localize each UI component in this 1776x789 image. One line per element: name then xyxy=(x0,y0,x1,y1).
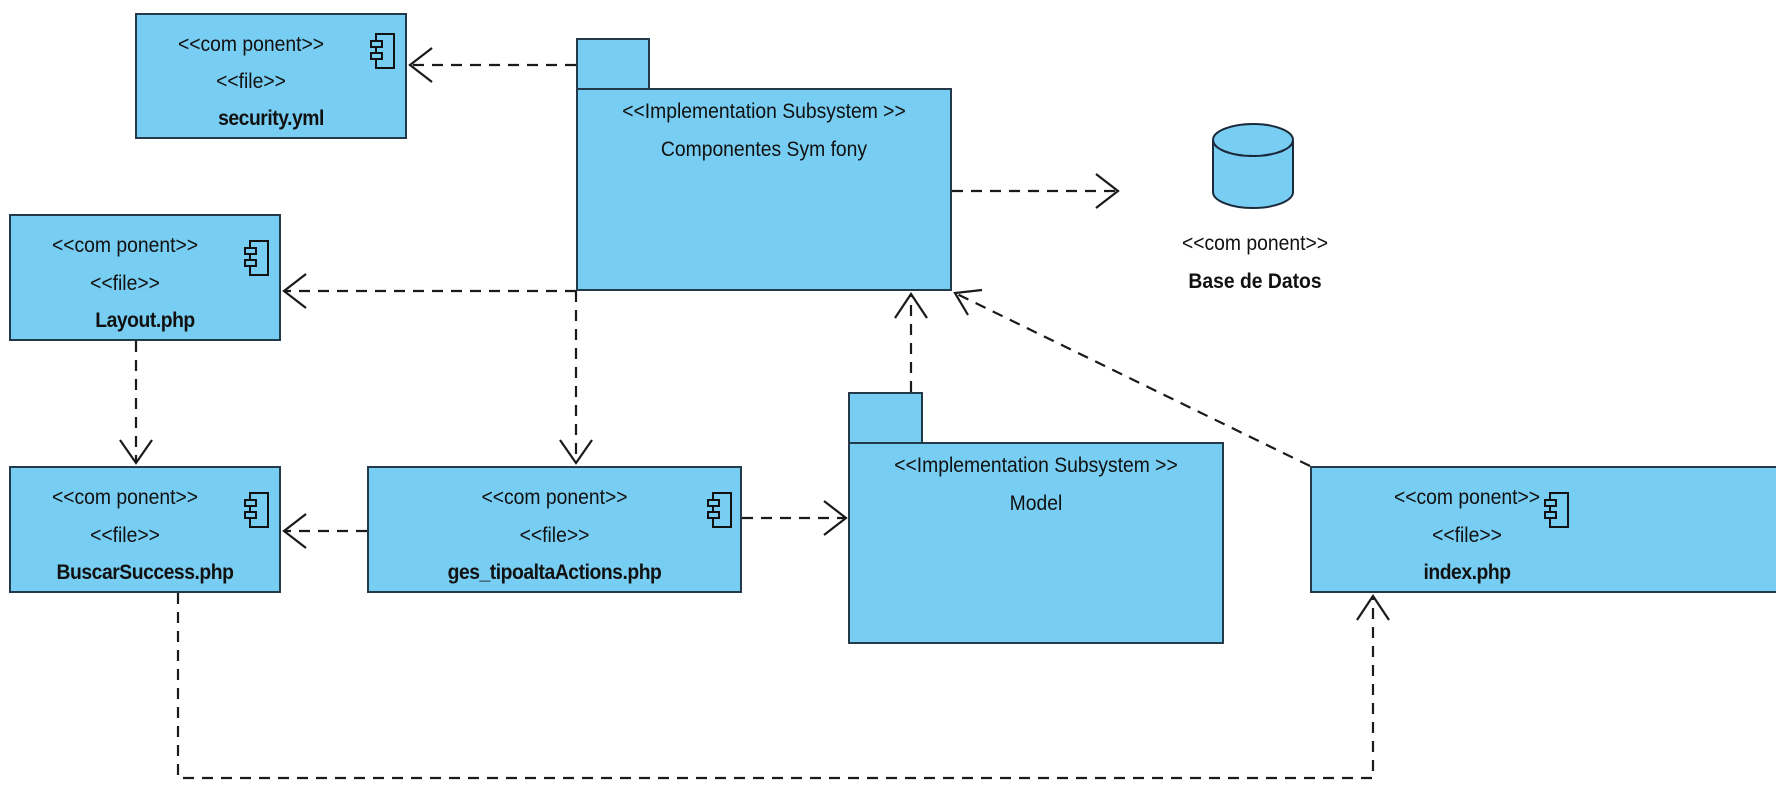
component-layout-php[interactable]: <<com ponent>> <<file>> Layout.php xyxy=(9,214,281,341)
component-stereotype: <<com ponent>> xyxy=(51,486,199,509)
component-icon xyxy=(1544,492,1569,528)
component-stereotype: <<com ponent>> xyxy=(1393,486,1541,509)
component-security-yml[interactable]: <<com ponent>> <<file>> security.yml xyxy=(135,13,407,139)
component-name: security.yml xyxy=(218,107,324,130)
component-icon xyxy=(244,492,269,528)
subsystem-model-tab xyxy=(848,392,923,446)
component-stereotype: <<com ponent>> xyxy=(177,33,325,56)
component-icon xyxy=(707,492,732,528)
dependency-layout-to-buscar xyxy=(119,341,153,465)
component-name: Layout.php xyxy=(95,309,195,332)
dependency-actions-to-buscar xyxy=(282,513,367,549)
component-icon xyxy=(370,33,395,69)
subsystem-model[interactable]: <<Implementation Subsystem >> Model xyxy=(848,442,1224,644)
component-stereotype: <<com ponent>> xyxy=(51,234,199,257)
component-name: index.php xyxy=(1423,561,1511,584)
subsystem-stereotype: <<Implementation Subsystem >> xyxy=(622,100,906,123)
subsystem-name: Model xyxy=(1009,492,1063,515)
component-name: BuscarSuccess.php xyxy=(56,561,234,584)
database-stereotype: <<com ponent>> xyxy=(1181,232,1329,255)
dependency-symfony-to-security xyxy=(408,47,576,83)
subsystem-stereotype: <<Implementation Subsystem >> xyxy=(894,454,1178,477)
component-name: ges_tipoaltaActions.php xyxy=(447,561,662,584)
component-buscarsuccess-php[interactable]: <<com ponent>> <<file>> BuscarSuccess.ph… xyxy=(9,466,281,593)
file-stereotype: <<file>> xyxy=(90,524,160,547)
dependency-buscar-to-index xyxy=(176,593,1390,780)
subsystem-symfony-tab xyxy=(576,38,650,92)
file-stereotype: <<file>> xyxy=(1432,524,1502,547)
component-actions-php[interactable]: <<com ponent>> <<file>> ges_tipoaltaActi… xyxy=(367,466,742,593)
dependency-model-to-symfony xyxy=(894,292,928,392)
file-stereotype: <<file>> xyxy=(90,272,160,295)
database-name: Base de Datos xyxy=(1188,270,1322,293)
dependency-symfony-to-database xyxy=(952,173,1120,209)
dependency-symfony-to-layout xyxy=(282,273,576,309)
dependency-actions-to-model xyxy=(742,500,848,536)
database-cylinder-icon xyxy=(1212,123,1294,209)
subsystem-componentes-symfony[interactable]: <<Implementation Subsystem >> Componente… xyxy=(576,88,952,291)
file-stereotype: <<file>> xyxy=(216,70,286,93)
subsystem-name: Componentes Sym fony xyxy=(660,138,868,161)
component-stereotype: <<com ponent>> xyxy=(481,486,628,509)
dependency-index-to-symfony xyxy=(953,288,1311,467)
component-icon xyxy=(244,240,269,276)
component-index-php[interactable]: <<com ponent>> <<file>> index.php xyxy=(1310,466,1776,593)
file-stereotype: <<file>> xyxy=(519,524,590,547)
dependency-symfony-to-actions xyxy=(559,291,593,465)
